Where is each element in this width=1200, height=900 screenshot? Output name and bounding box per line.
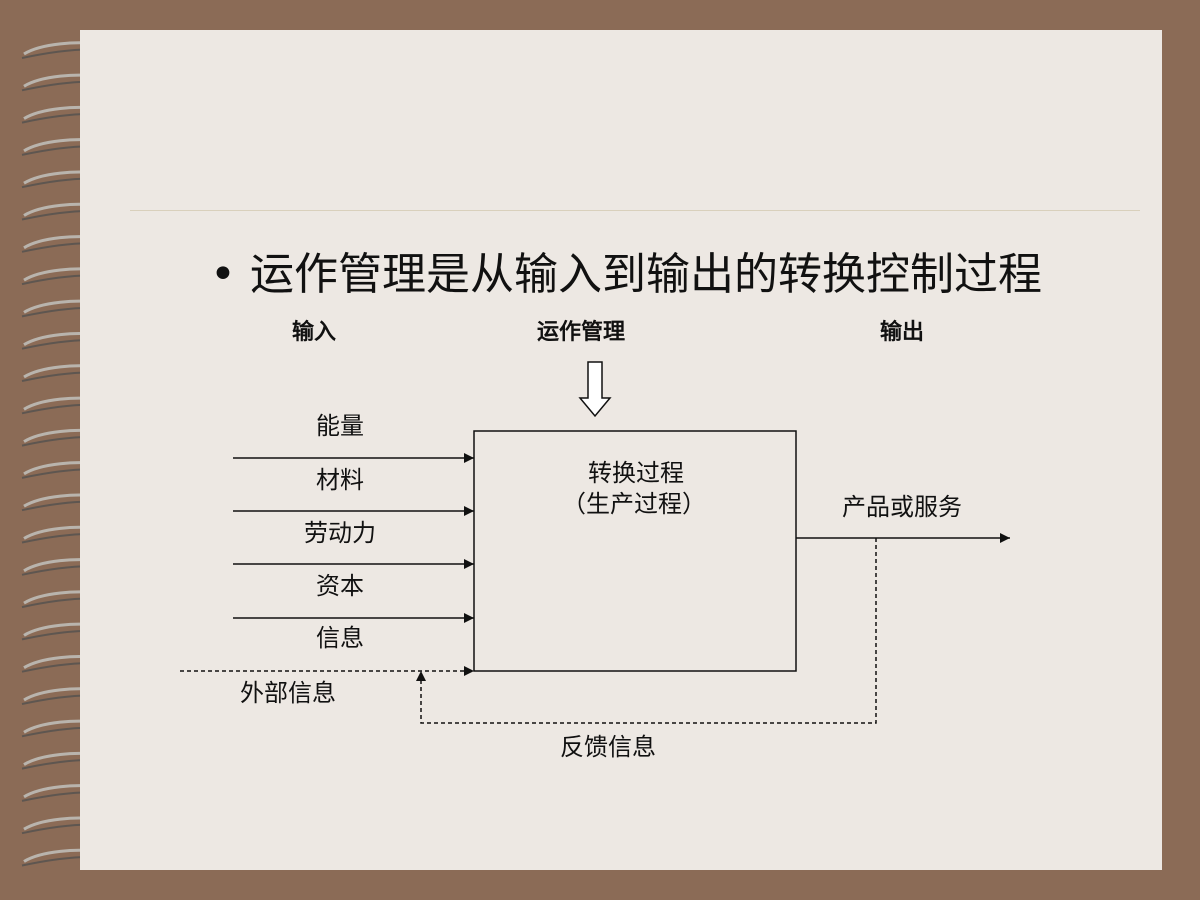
slide-title: • 运作管理是从输入到输出的转换控制过程 bbox=[210, 238, 1042, 302]
header-input: 输入 bbox=[291, 320, 337, 345]
notebook-page bbox=[80, 30, 1162, 870]
output-label: 产品或服务 bbox=[842, 493, 962, 521]
feedback-label: 反馈信息 bbox=[560, 733, 656, 761]
input-label-capital: 资本 bbox=[316, 572, 364, 600]
input-label-labor: 劳动力 bbox=[304, 519, 376, 547]
input-label-information: 信息 bbox=[316, 624, 364, 652]
feedback-loop bbox=[416, 538, 877, 724]
process-box bbox=[473, 430, 797, 672]
header-output: 输出 bbox=[879, 320, 925, 345]
slide-title-text: 运作管理是从输入到输出的转换控制过程 bbox=[249, 249, 1042, 300]
input-label-energy: 能量 bbox=[316, 412, 364, 440]
external-info-label: 外部信息 bbox=[240, 679, 336, 707]
process-title: 转换过程 bbox=[588, 459, 684, 487]
control-arrow-icon bbox=[578, 361, 612, 418]
bullet-icon: • bbox=[210, 249, 236, 300]
process-subtitle: （生产过程） bbox=[562, 490, 706, 518]
input-label-materials: 材料 bbox=[316, 466, 364, 494]
header-divider bbox=[130, 210, 1140, 211]
header-operations: 运作管理 bbox=[536, 320, 626, 345]
